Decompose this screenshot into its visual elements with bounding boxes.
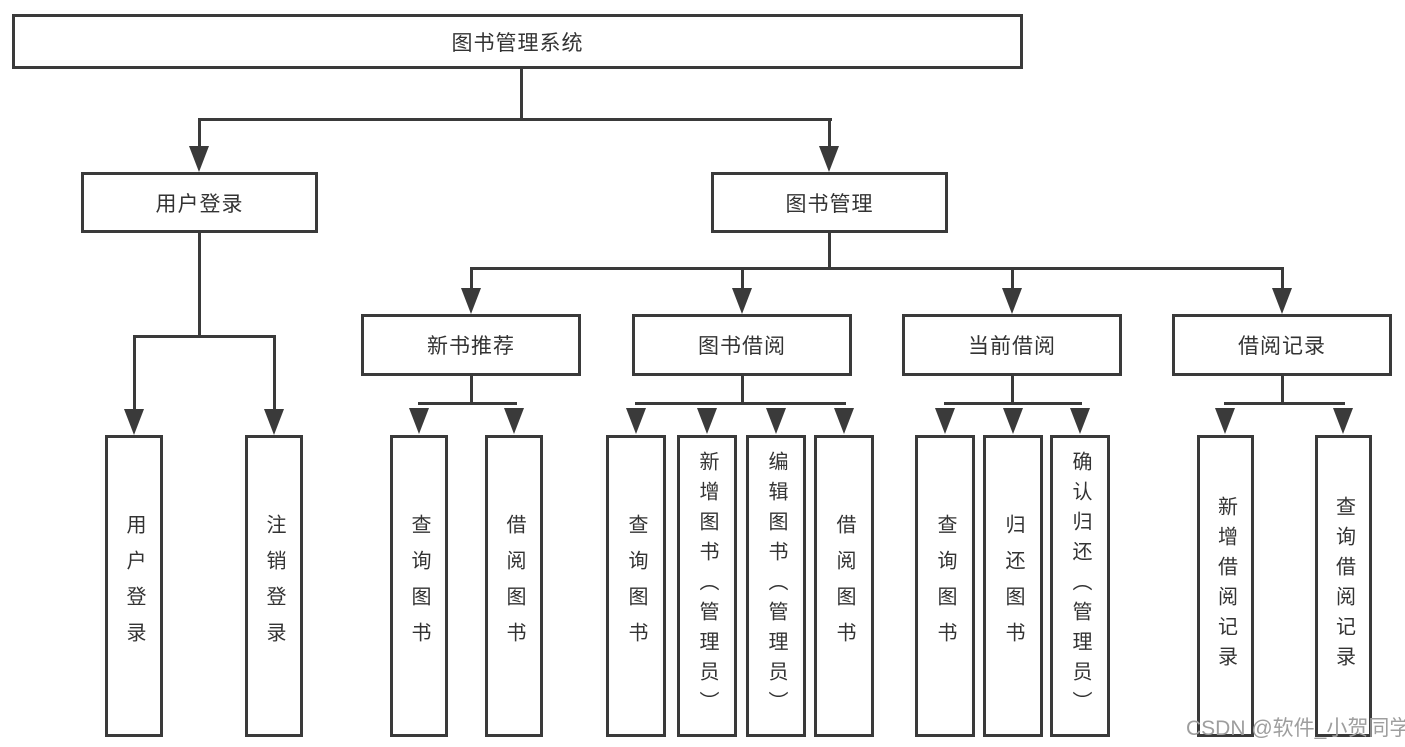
connector-userlogin-stem	[198, 233, 201, 337]
watermark: CSDN @软件_小贺同学	[1186, 717, 1405, 740]
node-root: 图书管理系统	[12, 14, 1023, 69]
arrow-down-icon	[834, 408, 854, 434]
arrow-down-icon	[1215, 408, 1235, 434]
leaf-add-books-admin-label: 新增图书（管理员）	[696, 451, 718, 721]
arrow-down-icon	[1002, 288, 1022, 314]
leaf-query-books-recommend: 查询图书	[390, 435, 448, 737]
arrow-down-icon	[766, 408, 786, 434]
arrow-down-icon	[189, 146, 209, 172]
leaf-borrow-books-label: 借阅图书	[833, 514, 855, 658]
leaf-query-books-current: 查询图书	[915, 435, 975, 737]
connector-root-stem	[520, 69, 523, 121]
connector-borrowing-bracket	[635, 402, 846, 405]
leaf-query-borrow-record: 查询借阅记录	[1315, 435, 1372, 737]
node-current-borrowing-label: 当前借阅	[968, 335, 1056, 358]
arrow-down-icon	[1070, 408, 1090, 434]
connector-bookmgmt-drop-3	[1011, 267, 1014, 291]
leaf-edit-books-admin: 编辑图书（管理员）	[746, 435, 806, 737]
connector-bookmgmt-drop-4	[1281, 267, 1284, 291]
leaf-borrow-books-recommend-label: 借阅图书	[503, 514, 525, 658]
node-new-book-recommend: 新书推荐	[361, 314, 581, 376]
leaf-query-books-current-label: 查询图书	[934, 514, 956, 658]
leaf-logout-label: 注销登录	[263, 514, 285, 658]
arrow-down-icon	[697, 408, 717, 434]
leaf-user-login-label: 用户登录	[123, 514, 145, 658]
leaf-query-books-borrowing: 查询图书	[606, 435, 666, 737]
connector-bookmgmt-drop-2	[741, 267, 744, 291]
leaf-add-books-admin: 新增图书（管理员）	[677, 435, 737, 737]
arrow-down-icon	[1333, 408, 1353, 434]
arrow-down-icon	[626, 408, 646, 434]
connector-bookmgmt-stem	[828, 233, 831, 270]
leaf-confirm-return-admin: 确认归还（管理员）	[1050, 435, 1110, 737]
leaf-return-books-label: 归还图书	[1002, 514, 1024, 658]
node-current-borrowing: 当前借阅	[902, 314, 1122, 376]
connector-userlogin-drop-1	[133, 335, 136, 411]
arrow-down-icon	[461, 288, 481, 314]
arrow-down-icon	[1272, 288, 1292, 314]
connector-newbook-stem	[470, 376, 473, 404]
leaf-add-borrow-record: 新增借阅记录	[1197, 435, 1254, 737]
connector-borrowing-stem	[741, 376, 744, 404]
connector-bookmgmt-bracket	[470, 267, 1283, 270]
arrow-down-icon	[124, 409, 144, 435]
leaf-user-login: 用户登录	[105, 435, 163, 737]
node-book-borrowing-label: 图书借阅	[698, 335, 786, 358]
node-borrowing-records: 借阅记录	[1172, 314, 1392, 376]
connector-root-bracket	[198, 118, 832, 121]
leaf-borrow-books-recommend: 借阅图书	[485, 435, 543, 737]
node-user-login-label: 用户登录	[155, 192, 244, 216]
leaf-confirm-return-admin-label: 确认归还（管理员）	[1069, 451, 1091, 721]
arrow-down-icon	[935, 408, 955, 434]
leaf-query-books-recommend-label: 查询图书	[408, 514, 430, 658]
node-root-label: 图书管理系统	[451, 31, 584, 55]
connector-root-right-drop	[828, 118, 831, 150]
connector-records-bracket	[1224, 402, 1345, 405]
connector-newbook-bracket	[418, 402, 517, 405]
arrow-down-icon	[732, 288, 752, 314]
arrow-down-icon	[1003, 408, 1023, 434]
connector-userlogin-drop-2	[273, 335, 276, 411]
arrow-down-icon	[409, 408, 429, 434]
leaf-borrow-books: 借阅图书	[814, 435, 874, 737]
connector-current-stem	[1011, 376, 1014, 404]
leaf-add-borrow-record-label: 新增借阅记录	[1214, 496, 1237, 676]
leaf-return-books: 归还图书	[983, 435, 1043, 737]
arrow-down-icon	[264, 409, 284, 435]
leaf-logout: 注销登录	[245, 435, 303, 737]
arrow-down-icon	[819, 146, 839, 172]
node-book-management-label: 图书管理	[785, 192, 874, 216]
connector-current-bracket	[944, 402, 1082, 405]
node-user-login: 用户登录	[81, 172, 318, 233]
node-borrowing-records-label: 借阅记录	[1238, 335, 1326, 358]
connector-bookmgmt-drop-1	[470, 267, 473, 291]
leaf-query-books-borrowing-label: 查询图书	[625, 514, 647, 658]
connector-userlogin-bracket	[133, 335, 276, 338]
connector-root-left-drop	[198, 118, 201, 150]
arrow-down-icon	[504, 408, 524, 434]
leaf-edit-books-admin-label: 编辑图书（管理员）	[765, 451, 787, 721]
node-new-book-recommend-label: 新书推荐	[427, 335, 515, 358]
leaf-query-borrow-record-label: 查询借阅记录	[1332, 496, 1355, 676]
node-book-management: 图书管理	[711, 172, 948, 233]
node-book-borrowing: 图书借阅	[632, 314, 852, 376]
connector-records-stem	[1281, 376, 1284, 404]
